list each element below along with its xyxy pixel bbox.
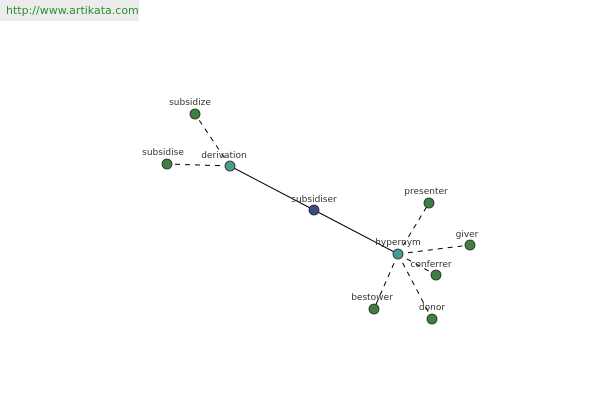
label-subsidiser: subsidiser [291, 195, 337, 205]
node-giver[interactable] [464, 239, 476, 251]
node-presenter[interactable] [423, 197, 435, 209]
edge-hypernym-conferrer [397, 253, 437, 276]
node-conferrer[interactable] [430, 269, 442, 281]
node-derivation[interactable] [224, 160, 236, 172]
edge-derivation-subsidise [166, 163, 231, 167]
node-bestower[interactable] [368, 303, 380, 315]
edge-subsidiser-derivation [229, 165, 315, 211]
label-derivation: derivation [201, 151, 247, 161]
edge-derivation-subsidize [194, 113, 231, 167]
label-donor: donor [419, 303, 445, 313]
node-subsidiser[interactable] [308, 204, 320, 216]
labels: subsidiser derivation subsidize subsidise hy… [142, 98, 479, 313]
edges [166, 113, 471, 320]
nodes [161, 108, 476, 325]
watermark-link[interactable]: http://www.artikata.com [0, 0, 139, 21]
node-subsidise[interactable] [161, 158, 173, 170]
label-hypernym: hypernym [375, 238, 421, 248]
edge-hypernym-giver [397, 244, 471, 255]
label-giver: giver [456, 230, 479, 240]
label-bestower: bestower [351, 293, 393, 303]
edge-subsidiser-hypernym [313, 209, 399, 255]
edge-hypernym-donor [397, 253, 433, 320]
label-presenter: presenter [404, 187, 448, 197]
node-donor[interactable] [426, 313, 438, 325]
label-subsidize: subsidize [169, 98, 211, 108]
edge-hypernym-bestower [373, 253, 399, 310]
label-subsidise: subsidise [142, 148, 184, 158]
label-conferrer: conferrer [410, 260, 451, 270]
node-hypernym[interactable] [392, 248, 404, 260]
node-subsidize[interactable] [189, 108, 201, 120]
